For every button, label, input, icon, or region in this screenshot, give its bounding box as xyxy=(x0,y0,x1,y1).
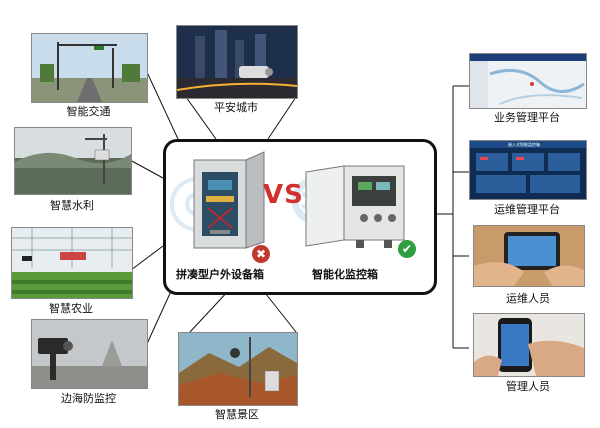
ops-staff-photo xyxy=(473,225,585,287)
smart-water-photo xyxy=(14,127,132,195)
comparison-box: ◎ ⊛ VS ✖ ✔ 拼凑型户外设备箱 智能化监控 xyxy=(163,139,437,295)
manager-label: 管理人员 xyxy=(506,380,550,393)
safe-city-label: 平安城市 xyxy=(214,101,258,114)
smart-scenic-photo xyxy=(178,332,298,406)
ops-platform-label: 运维管理平台 xyxy=(494,203,560,216)
smart-agriculture-photo xyxy=(11,227,133,299)
safe-city-photo xyxy=(176,25,298,99)
patchwork-cabinet-illustration xyxy=(193,151,265,249)
check-mark-icon: ✔ xyxy=(398,240,416,258)
smart-agriculture-label: 智慧农业 xyxy=(49,302,93,315)
border-defense-photo xyxy=(31,319,148,389)
smart-cabinet-caption: 智能化监控箱 xyxy=(312,268,378,281)
manager-photo xyxy=(473,313,585,377)
ops-platform-screenshot: 嵌入式智能监控箱 xyxy=(469,140,587,200)
smart-traffic-label: 智能交通 xyxy=(66,105,111,118)
ops-platform-screen-title: 嵌入式智能监控箱 xyxy=(508,142,540,147)
smart-cabinet-illustration xyxy=(305,165,405,248)
ops-staff-label: 运维人员 xyxy=(506,292,550,305)
cross-mark-icon: ✖ xyxy=(252,245,270,263)
patchwork-cabinet-caption: 拼凑型户外设备箱 xyxy=(176,268,264,281)
smart-traffic-photo xyxy=(31,33,148,103)
smart-water-label: 智慧水利 xyxy=(50,199,94,212)
business-platform-label: 业务管理平台 xyxy=(494,111,560,124)
smart-scenic-label: 智慧景区 xyxy=(215,408,259,421)
business-platform-screenshot xyxy=(469,53,587,109)
border-defense-label: 边海防监控 xyxy=(61,392,116,405)
vs-label: VS xyxy=(263,180,304,210)
